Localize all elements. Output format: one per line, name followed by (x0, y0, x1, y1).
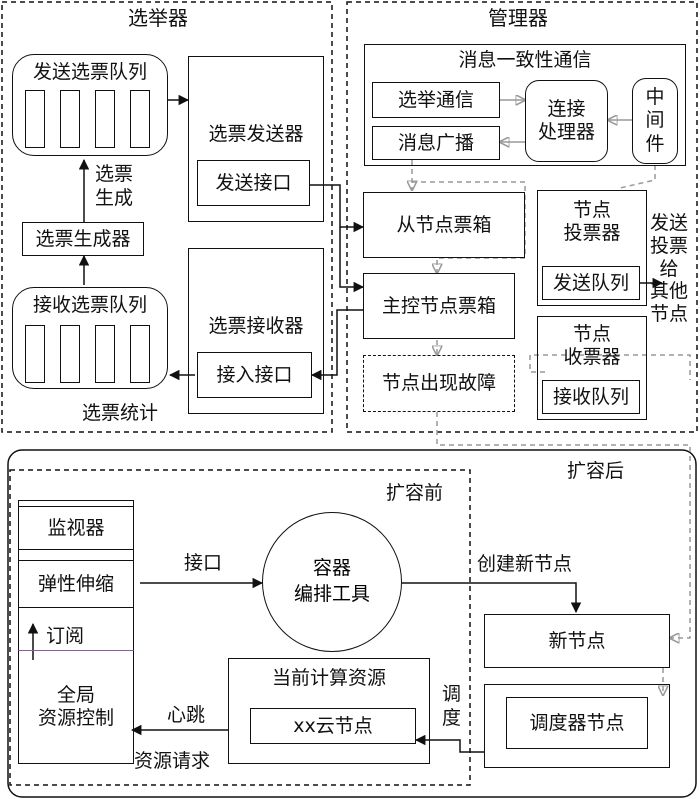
vote-sender: 选票发送器 (188, 56, 324, 222)
dashed-slave-loop (412, 181, 526, 273)
send-vote-queue-label: 发送选票队列 (32, 61, 147, 83)
node-receiver-label: 节点 收票器 (563, 323, 621, 368)
after-scaling-label: 扩容后 (567, 460, 625, 482)
arrow-master-to-recv (310, 309, 363, 381)
container-orchestrator: 容器 编排工具 (262, 512, 402, 652)
recv-vote-queue-label: 接收选票队列 (32, 294, 147, 316)
arrow-send-to-master (339, 227, 365, 293)
consistency-comm-label: 消息一致性通信 (458, 49, 592, 71)
send-queue-slot (60, 90, 80, 148)
recv-queue-slot (95, 325, 115, 383)
vote-gen-label: 选票 生成 (95, 163, 134, 209)
node-voter-label: 节点 投票器 (563, 199, 621, 244)
vote-receiver: 选票接收器 (188, 248, 324, 414)
heartbeat-label: 心跳 (167, 704, 206, 726)
dashed-mid-voter (619, 165, 656, 189)
node-fault-box: 节点出现故障 (363, 355, 515, 412)
vote-stats-label: 选票统计 (82, 402, 159, 424)
manager-region (346, 1, 698, 433)
recv-queue-slot (25, 325, 45, 383)
new-node-box: 新节点 (484, 614, 670, 668)
receiver-recv-queue: 接收队列 (542, 380, 640, 414)
election-comm: 选举通信 (372, 82, 500, 118)
elector-title: 选举器 (128, 6, 188, 30)
elastic-box: 弹性伸缩 (18, 560, 134, 608)
recv-queue-slot (60, 325, 80, 383)
schedule-label: 调 度 (442, 683, 462, 729)
current-resources-label: 当前计算资源 (271, 667, 386, 689)
arrow-sched-cloud (414, 734, 484, 753)
send-vote-queue: 发送选票队列 (12, 54, 168, 156)
node-voter: 节点 投票器 (537, 190, 647, 306)
vote-generator: 选票生成器 (22, 222, 144, 256)
elector-region (1, 1, 333, 433)
dashed-fault-to-new (436, 412, 691, 638)
vote-receiver-label: 选票接收器 (208, 315, 304, 337)
recv-vote-queue: 接收选票队列 (12, 287, 168, 389)
master-ballot-box: 主控节点票箱 (363, 273, 515, 339)
send-queue-slot (25, 90, 45, 148)
monitor-box: 监视器 (18, 506, 134, 550)
manager-title: 管理器 (488, 6, 548, 30)
arrow-orch-new (402, 582, 582, 614)
arrow-send-to-slave (310, 184, 365, 233)
send-queue-slot (130, 90, 150, 148)
vote-sender-label: 选票发送器 (208, 123, 304, 145)
send-to-others-label: 发送 投票 给 其他 节点 (650, 212, 689, 326)
dashed-recv-loop (529, 354, 691, 380)
resource-request-label: 资源请求 (134, 750, 211, 772)
scheduler-node-outer (484, 684, 670, 768)
send-interface: 发送接口 (197, 160, 310, 206)
middleware: 中 间 件 (632, 78, 678, 164)
subscribe-label: 订阅 (46, 625, 85, 647)
recv-interface: 接入接口 (197, 352, 312, 398)
after-scaling-region (7, 449, 697, 798)
recv-queue-slot (130, 325, 150, 383)
before-scaling-region (9, 469, 471, 786)
global-resource-control: 全局 资源控制 (18, 650, 134, 764)
interface-label: 接口 (184, 552, 223, 574)
create-node-label: 创建新节点 (477, 553, 573, 575)
slave-ballot-box: 从节点票箱 (363, 192, 525, 258)
before-scaling-label: 扩容前 (386, 482, 444, 504)
scheduler-node: 调度器节点 (506, 697, 648, 749)
voter-send-queue: 发送队列 (542, 266, 640, 300)
send-queue-slot (95, 90, 115, 148)
conn-handler: 连接 处理器 (525, 80, 608, 162)
cloud-node-box: xx云节点 (250, 708, 416, 744)
current-resources: 当前计算资源 (228, 658, 430, 764)
msg-broadcast: 消息广播 (372, 126, 500, 160)
node-receiver: 节点 收票器 (537, 316, 647, 420)
consistency-comm: 消息一致性通信 (364, 44, 686, 166)
